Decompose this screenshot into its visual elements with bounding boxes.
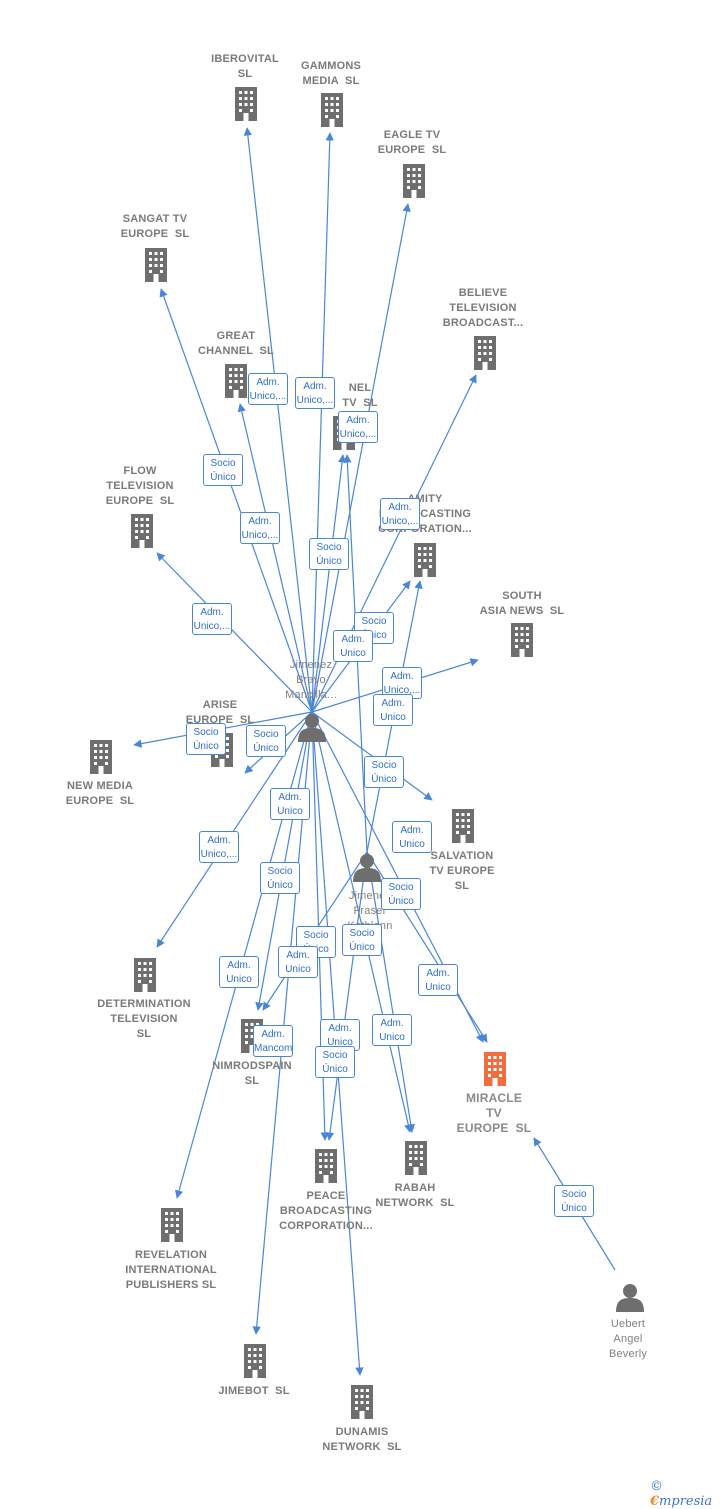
edge-jbm-iberovital	[243, 127, 313, 713]
person-icon[interactable]	[616, 1284, 644, 1312]
relation-label[interactable]: Socio Único	[364, 756, 404, 788]
brand-logo-letter: €	[650, 1494, 660, 1509]
building-icon[interactable]	[235, 87, 257, 121]
node-label-rabah[interactable]: RABAH NETWORK SL	[375, 1182, 455, 1209]
building-icon[interactable]	[474, 336, 496, 370]
node-label-jimebot[interactable]: JIMEBOT SL	[218, 1385, 290, 1397]
relation-label[interactable]: Socio Único	[186, 723, 226, 755]
building-icon[interactable]	[244, 1344, 266, 1378]
node-label-nimrod[interactable]: NIMRODSPAIN SL	[212, 1060, 292, 1087]
relation-label[interactable]: Socio Único	[309, 538, 349, 570]
building-icon[interactable]	[511, 623, 533, 657]
relation-label[interactable]: Adm. Unico	[392, 821, 432, 853]
relation-label[interactable]: Socio Único	[554, 1185, 594, 1217]
relation-label[interactable]: Adm. Unico,...	[382, 667, 422, 699]
edge-jbm-gammons	[311, 132, 334, 713]
relation-label[interactable]: Adm. Unico,...	[248, 373, 288, 405]
relation-label[interactable]: Adm. Unico,...	[338, 411, 378, 443]
relation-label[interactable]: Adm. Unico	[270, 788, 310, 820]
edge-jbm-channeltv	[311, 454, 347, 713]
node-label-channeltv[interactable]: NEL TV SL	[342, 382, 378, 409]
edge-jfk-rabah	[366, 851, 415, 1133]
edge-jbm-determination	[156, 711, 313, 948]
node-label-dunamis[interactable]: DUNAMIS NETWORK SL	[322, 1426, 402, 1453]
node-label-flow[interactable]: FLOW TELEVISION EUROPE SL	[105, 465, 175, 507]
edge-jbm-nimrod	[255, 711, 313, 1011]
node-label-eagle[interactable]: EAGLE TV EUROPE SL	[377, 129, 447, 156]
node-label-jbm[interactable]: Jimenez Bravo Mancilla...	[285, 659, 337, 701]
building-icon[interactable]	[321, 93, 343, 127]
relation-label[interactable]: Adm. Unico,...	[192, 603, 232, 635]
relation-label[interactable]: Socio Único	[260, 862, 300, 894]
node-label-great[interactable]: GREAT CHANNEL SL	[198, 330, 274, 357]
edge-jbm-flow	[156, 552, 313, 713]
building-icon[interactable]	[452, 809, 474, 843]
edge-jbm-eagle	[311, 203, 411, 713]
node-label-revelation[interactable]: REVELATION INTERNATIONAL PUBLISHERS SL	[125, 1249, 217, 1291]
building-icon[interactable]	[414, 543, 436, 577]
relation-label[interactable]: Adm. Unico,...	[295, 377, 335, 409]
relation-label[interactable]: Socio Único	[203, 454, 243, 486]
building-icon[interactable]	[225, 364, 247, 398]
node-label-newmedia[interactable]: NEW MEDIA EUROPE SL	[65, 780, 135, 807]
node-label-sangat[interactable]: SANGAT TV EUROPE SL	[120, 213, 190, 240]
edge-jbm-rabah	[311, 711, 413, 1133]
relation-label[interactable]: Adm. Unico	[320, 1019, 360, 1051]
edge-jbm-great	[237, 403, 313, 713]
relation-label[interactable]: Adm. Unico,...	[199, 831, 239, 863]
relation-label[interactable]: Adm. Unico	[333, 630, 373, 662]
person-icon[interactable]	[298, 714, 326, 742]
node-label-southasia[interactable]: SOUTH ASIA NEWS SL	[479, 590, 565, 617]
relation-label[interactable]: Socio Único	[342, 924, 382, 956]
nodes-layer	[90, 87, 644, 1419]
building-icon[interactable]	[134, 958, 156, 992]
building-icon[interactable]	[145, 248, 167, 282]
relation-label[interactable]: Adm. Mancom.	[253, 1025, 293, 1057]
relation-label[interactable]: Adm. Unico	[373, 694, 413, 726]
node-label-believe[interactable]: BELIEVE TELEVISION BROADCAST...	[442, 287, 524, 329]
node-label-uebert[interactable]: Uebert Angel Beverly	[608, 1318, 648, 1360]
node-label-gammons[interactable]: GAMMONS MEDIA SL	[300, 60, 362, 87]
building-icon[interactable]	[90, 740, 112, 774]
relation-label[interactable]: Adm. Unico	[219, 956, 259, 988]
relation-label[interactable]: Adm. Unico	[372, 1014, 412, 1046]
node-label-miracle[interactable]: MIRACLE TV EUROPE SL	[456, 1091, 532, 1135]
relation-label[interactable]: Adm. Unico	[278, 946, 318, 978]
relation-label[interactable]: Adm. Unico	[418, 964, 458, 996]
copyright-symbol: ©	[650, 1479, 663, 1494]
building-icon[interactable]	[405, 1141, 427, 1175]
building-icon[interactable]	[315, 1149, 337, 1183]
node-label-peace[interactable]: PEACE BROADCASTING CORPORATION...	[279, 1190, 373, 1232]
building-icon[interactable]	[131, 514, 153, 548]
focus-building-icon[interactable]	[484, 1052, 506, 1086]
edge-jfk-peace	[325, 851, 368, 1141]
building-icon[interactable]	[351, 1385, 373, 1419]
relation-label[interactable]: Adm. Unico,...	[240, 512, 280, 544]
building-icon[interactable]	[403, 164, 425, 198]
empresia-watermark[interactable]: © €mpresia	[650, 1479, 728, 1509]
relation-label[interactable]: Socio Único	[315, 1046, 355, 1078]
relation-label[interactable]: Adm. Unico,...	[380, 498, 420, 530]
relation-label[interactable]: Socio Único	[246, 725, 286, 757]
relation-label[interactable]: Socio Único	[381, 878, 421, 910]
edge-jbm-sangat	[159, 288, 313, 713]
building-icon[interactable]	[161, 1208, 183, 1242]
relation-label[interactable]: Socio Único	[354, 612, 394, 644]
node-label-iberovital[interactable]: IBEROVITAL SL	[211, 53, 279, 80]
brand-logo-text: mpresia	[659, 1494, 713, 1509]
node-label-determination[interactable]: DETERMINATION TELEVISION SL	[97, 998, 191, 1040]
node-label-salvation[interactable]: SALVATION TV EUROPE SL	[429, 850, 495, 892]
